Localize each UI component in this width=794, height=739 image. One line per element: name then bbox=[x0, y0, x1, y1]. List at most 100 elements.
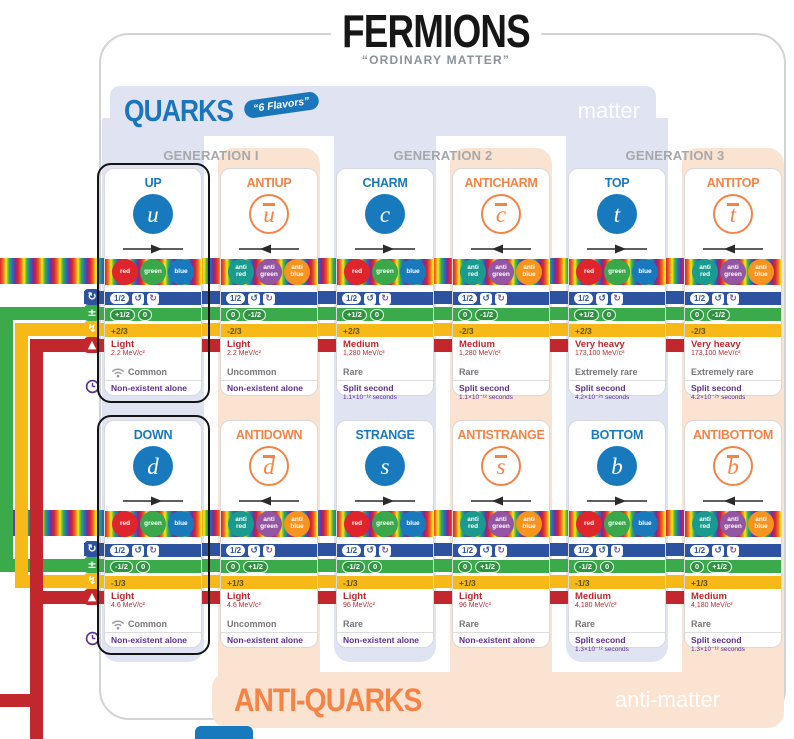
card-title: STRANGE bbox=[355, 428, 415, 442]
weak-isospin-value: 0 bbox=[226, 560, 241, 573]
chirality-right-icon: ↻ bbox=[379, 544, 392, 557]
electric-charge-legend-icon: ↯ bbox=[84, 573, 100, 589]
weak-isospin-value: 0 bbox=[458, 560, 473, 573]
stability-value: Split second bbox=[691, 635, 742, 645]
direction-arrow-right bbox=[121, 242, 185, 254]
direction-arrow-right bbox=[353, 494, 417, 506]
color-charge-red: red bbox=[576, 511, 602, 537]
weak-isospin-value: 0 bbox=[137, 308, 152, 321]
electric-charge-row: +1/3 bbox=[221, 576, 317, 589]
stability-clock-icon bbox=[85, 379, 100, 394]
spin-legend-icon: ↻ bbox=[84, 289, 100, 305]
spin-row: 1/2↺↻ bbox=[685, 292, 781, 305]
commonality-row: Rare bbox=[343, 364, 431, 380]
weak-isospin-connector bbox=[0, 307, 13, 572]
spin-row: 1/2↺↻ bbox=[685, 544, 781, 557]
color-charge-green: green bbox=[604, 259, 630, 285]
card-title: ANTIUP bbox=[246, 176, 292, 190]
particle-symbol-letter: d bbox=[147, 453, 159, 479]
color-charge-red: red bbox=[112, 259, 138, 285]
particle-symbol: d bbox=[133, 446, 173, 486]
electric-charge-row: -2/3 bbox=[453, 324, 549, 337]
color-charge-green: green bbox=[140, 511, 166, 537]
particle-symbol: c bbox=[481, 194, 521, 234]
color-charge-green: green bbox=[604, 511, 630, 537]
electric-charge-value: +1/3 bbox=[691, 577, 708, 588]
spin-value: 1/2 bbox=[690, 293, 710, 304]
generation-1-label: GENERATION I bbox=[163, 148, 259, 163]
spin-row: 1/2↺↻ bbox=[453, 544, 549, 557]
mass-value: 2.2 MeV/c² bbox=[111, 350, 145, 357]
weak-isospin-row: 0-1/2 bbox=[221, 308, 317, 321]
particle-symbol: s bbox=[365, 446, 405, 486]
particle-symbol: u bbox=[133, 194, 173, 234]
spin-row: 1/2↺↻ bbox=[221, 544, 317, 557]
color-charge-red: red bbox=[344, 259, 370, 285]
stability-row: Non-existent alone bbox=[105, 380, 201, 393]
electric-charge-value: +2/3 bbox=[111, 325, 128, 336]
chirality-right-icon: ↻ bbox=[727, 292, 740, 305]
commonality-row: Rare bbox=[343, 616, 431, 632]
stability-value: Split second bbox=[575, 635, 626, 645]
direction-arrow-left bbox=[469, 494, 533, 506]
chirality-right-icon: ↻ bbox=[379, 292, 392, 305]
commonality-value: Extremely rare bbox=[691, 367, 754, 377]
mass-value: 173,100 MeV/c² bbox=[575, 350, 625, 357]
stability-row: Non-existent alone bbox=[453, 632, 549, 645]
commonality-row: Extremely rare bbox=[691, 364, 779, 380]
commonality-icon bbox=[111, 367, 125, 378]
weak-isospin-value: 0 bbox=[690, 308, 705, 321]
commonality-row: Common bbox=[111, 616, 199, 632]
weak-isospin-value: -1/2 bbox=[574, 560, 597, 573]
electric-charge-row: +2/3 bbox=[569, 324, 665, 337]
weak-isospin-row: 0+1/2 bbox=[453, 560, 549, 573]
spin-value: 1/2 bbox=[574, 293, 594, 304]
electric-charge-legend-icon: ↯ bbox=[84, 321, 100, 337]
spin-row: 1/2↺↻ bbox=[569, 292, 665, 305]
direction-arrow-left bbox=[469, 242, 533, 254]
direction-arrow-left bbox=[237, 494, 301, 506]
stability-value: Split second bbox=[343, 383, 394, 393]
electric-charge-value: -2/3 bbox=[459, 325, 474, 336]
weak-isospin-value: -1/2 bbox=[110, 560, 133, 573]
stability-detail: 1.3×10⁻¹² seconds bbox=[575, 646, 629, 653]
mass-connector-tail bbox=[30, 591, 43, 739]
electric-charge-value: +1/3 bbox=[227, 577, 244, 588]
commonality-row: Rare bbox=[459, 364, 547, 380]
card-title: ANTIDOWN bbox=[235, 428, 303, 442]
direction-arrow-right bbox=[353, 242, 417, 254]
particle-symbol-letter: c bbox=[379, 201, 391, 227]
spin-row: 1/2↺↻ bbox=[569, 544, 665, 557]
chirality-right-icon: ↻ bbox=[263, 292, 276, 305]
card-title: DOWN bbox=[133, 428, 173, 442]
mass-class: Light bbox=[227, 591, 251, 602]
commonality-value: Rare bbox=[575, 619, 596, 629]
stability-detail: 1.3×10⁻¹² seconds bbox=[691, 646, 745, 653]
spin-legend-icon: ↻ bbox=[84, 541, 100, 557]
mass-legend-icon: ▲ bbox=[84, 337, 100, 353]
particle-symbol-letter: t bbox=[613, 201, 621, 227]
stability-value: Non-existent alone bbox=[111, 635, 188, 645]
color-charge-blue: blue bbox=[400, 259, 426, 285]
direction-arrow-right bbox=[121, 494, 185, 506]
